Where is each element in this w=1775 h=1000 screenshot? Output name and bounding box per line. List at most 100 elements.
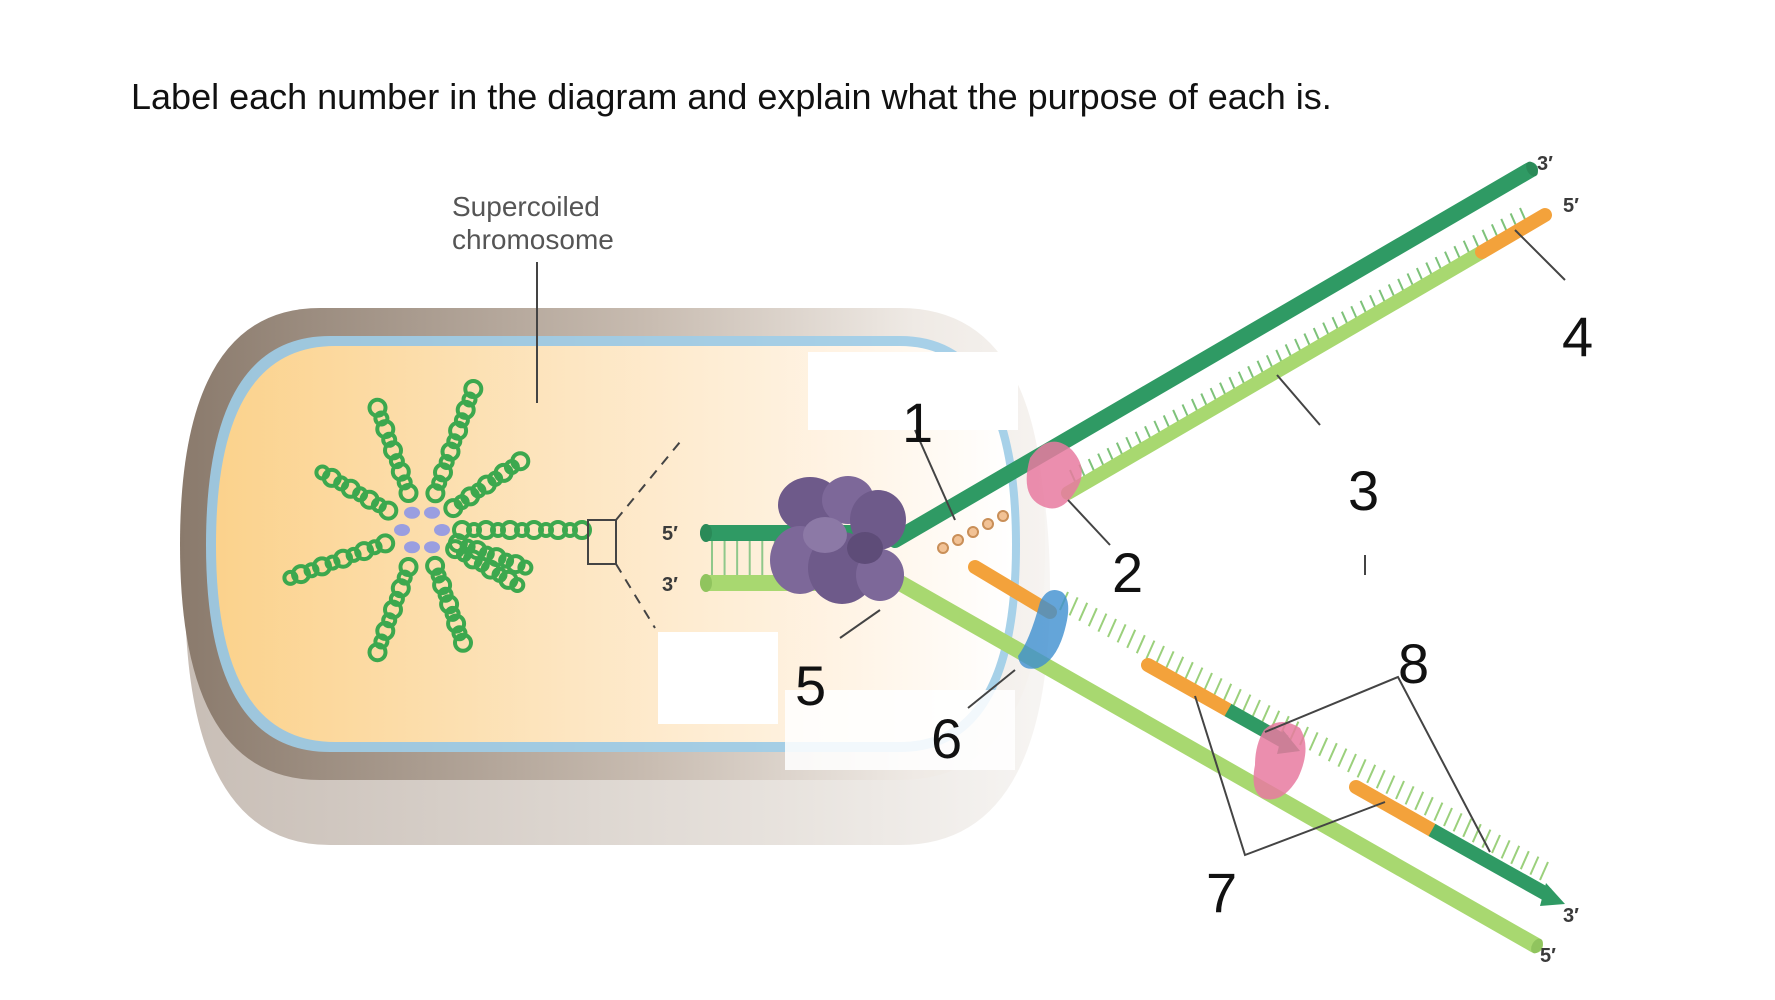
- chromosome-loop: [461, 391, 478, 408]
- chromosome-protein: [434, 524, 450, 536]
- chromosome-loop: [431, 474, 448, 491]
- chromosome-loop: [303, 562, 320, 579]
- strand-end-label: 3′: [1563, 905, 1579, 927]
- base-pair-rung: [1491, 834, 1501, 854]
- label-mask: [785, 690, 1015, 770]
- chromosome-loop: [366, 539, 383, 556]
- base-pair-rung: [1116, 623, 1127, 643]
- chromosome-protein: [424, 541, 440, 554]
- rna-primer-new: [968, 560, 1057, 619]
- zoom-box: [587, 519, 617, 565]
- chromosome-loop: [505, 554, 526, 575]
- label-mask: [658, 632, 778, 724]
- chromosome-loop: [517, 559, 534, 576]
- label-2: 2: [1112, 541, 1143, 604]
- ssb-protein: [937, 542, 949, 554]
- ssb-protein: [982, 518, 994, 530]
- label-leaders: [839, 229, 1566, 857]
- chromosome-loop: [324, 554, 341, 571]
- chromosome-loop: [432, 575, 453, 596]
- strand-end-label: 5′: [1540, 945, 1556, 967]
- chromosome-loop: [453, 632, 473, 653]
- okazaki-arrow-2: [1540, 883, 1565, 906]
- chromosome-loop: [453, 412, 470, 429]
- strand-end-label: 3′: [662, 574, 678, 596]
- chromosome-protein: [424, 506, 440, 519]
- chromosome-loop: [282, 569, 299, 586]
- base-pair-rung: [1395, 780, 1405, 800]
- bacterial-cell: [180, 308, 1050, 845]
- chromosome-loop: [439, 594, 460, 615]
- rna-primer-leading: [1475, 208, 1552, 259]
- label-8: 8: [1398, 632, 1429, 695]
- chromosome-loop: [572, 520, 592, 540]
- chromosome-loop: [463, 379, 484, 399]
- base-pair-rung: [1126, 629, 1137, 649]
- base-pair-rung: [1539, 861, 1549, 881]
- base-pair-rung: [1078, 602, 1089, 622]
- base-pair-rung: [1452, 812, 1463, 832]
- base-pair-rung: [1135, 634, 1146, 654]
- strand-end-label: 3′: [1537, 153, 1553, 175]
- strand-end-cap: [700, 574, 712, 592]
- ssb-protein: [967, 526, 979, 538]
- base-pair-rung: [1241, 694, 1252, 714]
- chromosome-loop: [367, 397, 388, 418]
- base-pair-rung: [1347, 753, 1357, 773]
- primase: [1018, 589, 1069, 669]
- base-pair-rung: [1145, 640, 1156, 660]
- base-pair-rung: [1318, 737, 1329, 757]
- base-pair-rung: [1068, 596, 1079, 616]
- base-pair-rung: [1260, 704, 1271, 724]
- base-pair-rung: [1327, 742, 1338, 762]
- base-pair-rung: [1097, 613, 1108, 633]
- base-pair-rung: [1510, 845, 1521, 865]
- chromosome-loop: [510, 451, 531, 472]
- chromosome-loop: [314, 464, 331, 481]
- strand-end-label: 5′: [1563, 195, 1579, 217]
- zoom-line-bottom: [615, 563, 656, 629]
- base-pair-rung: [1222, 683, 1233, 703]
- label-1: 1: [902, 391, 933, 454]
- chromosome-loop: [367, 642, 388, 663]
- label-7: 7: [1206, 861, 1237, 924]
- base-pair-rung: [1337, 748, 1348, 768]
- base-pair-rung: [1212, 677, 1223, 697]
- base-pair-rung: [1231, 688, 1242, 708]
- base-pair-rung: [1385, 775, 1396, 795]
- base-pair-rung: [1414, 791, 1425, 811]
- label-3: 3: [1348, 459, 1379, 522]
- chromosome-loop: [438, 454, 455, 470]
- dna-polymerase-leading: [1026, 441, 1082, 509]
- base-pair-rungs: [711, 207, 1549, 881]
- chromosome-loop: [425, 555, 446, 576]
- chromosome-loop: [478, 545, 495, 562]
- base-pair-rung: [1375, 769, 1386, 789]
- chromosome-loop: [509, 577, 526, 593]
- base-pair-rung: [1193, 667, 1204, 687]
- base-pair-rung: [1462, 818, 1473, 838]
- ssb-protein: [952, 534, 964, 546]
- chromosome-loop: [444, 605, 461, 622]
- chromosome-protein: [394, 524, 410, 536]
- base-pair-rung: [1251, 699, 1261, 719]
- base-pair-rung: [1423, 796, 1434, 816]
- base-pair-rung: [1356, 758, 1367, 778]
- base-pair-rung: [1174, 656, 1185, 676]
- base-pair-rung: [1433, 802, 1444, 822]
- ssb-protein: [997, 510, 1009, 522]
- chromosome-protein: [404, 541, 420, 554]
- question-text: Label each number in the diagram and exp…: [131, 76, 1332, 117]
- label-5: 5: [795, 654, 826, 717]
- chromosome-caption-line1: Supercoiled: [452, 191, 600, 222]
- rna-primer-okazaki-1: [1141, 658, 1235, 717]
- chromosome-loop: [345, 546, 362, 563]
- label-mask: [808, 352, 1018, 430]
- template-strand-upper: [887, 162, 1538, 548]
- rna-primer-okazaki-2: [1349, 780, 1439, 837]
- okazaki-fragment-2: [1428, 823, 1552, 902]
- base-pair-rung: [1404, 785, 1415, 805]
- chromosome-protein: [404, 506, 420, 519]
- base-pair-rung: [1087, 607, 1098, 627]
